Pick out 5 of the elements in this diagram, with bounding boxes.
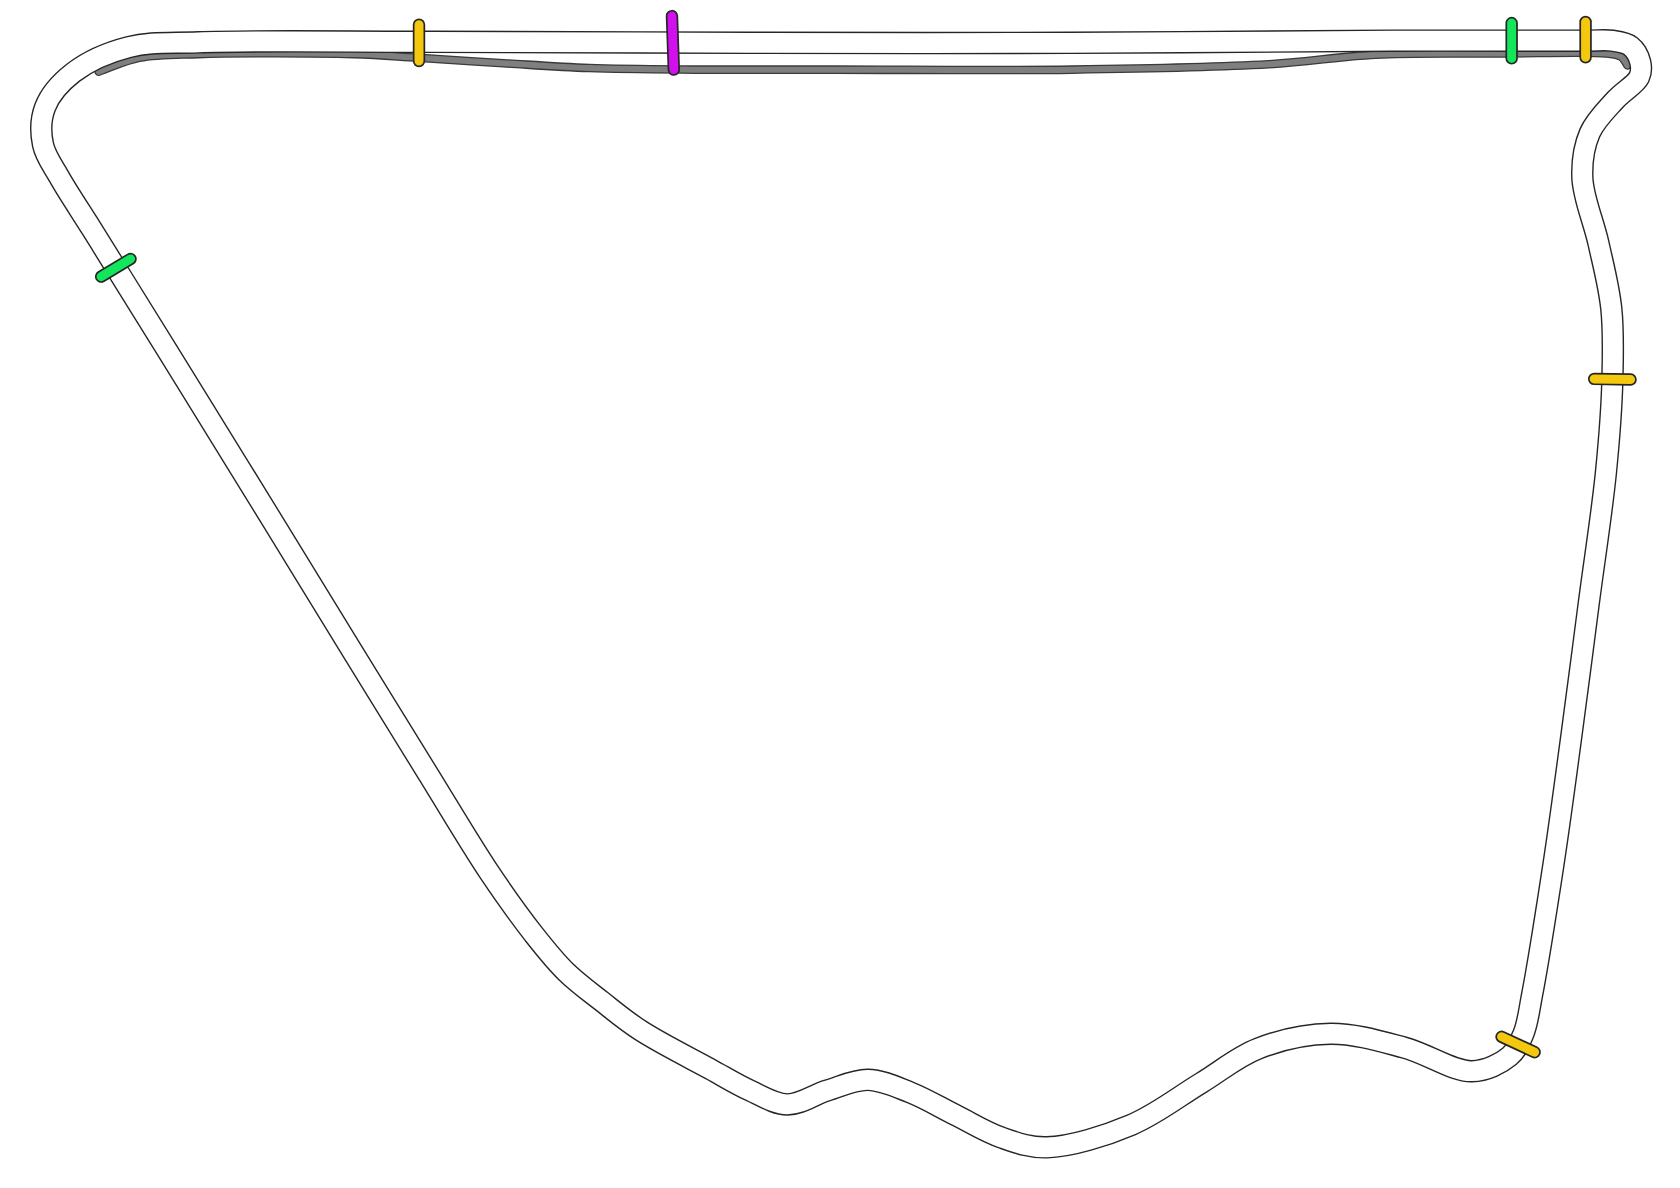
sector-marker: [1587, 372, 1637, 386]
sector-marker: [665, 9, 681, 76]
sector-marker: [412, 18, 426, 68]
sector-marker: [1505, 16, 1518, 65]
sector-marker: [1579, 15, 1592, 64]
